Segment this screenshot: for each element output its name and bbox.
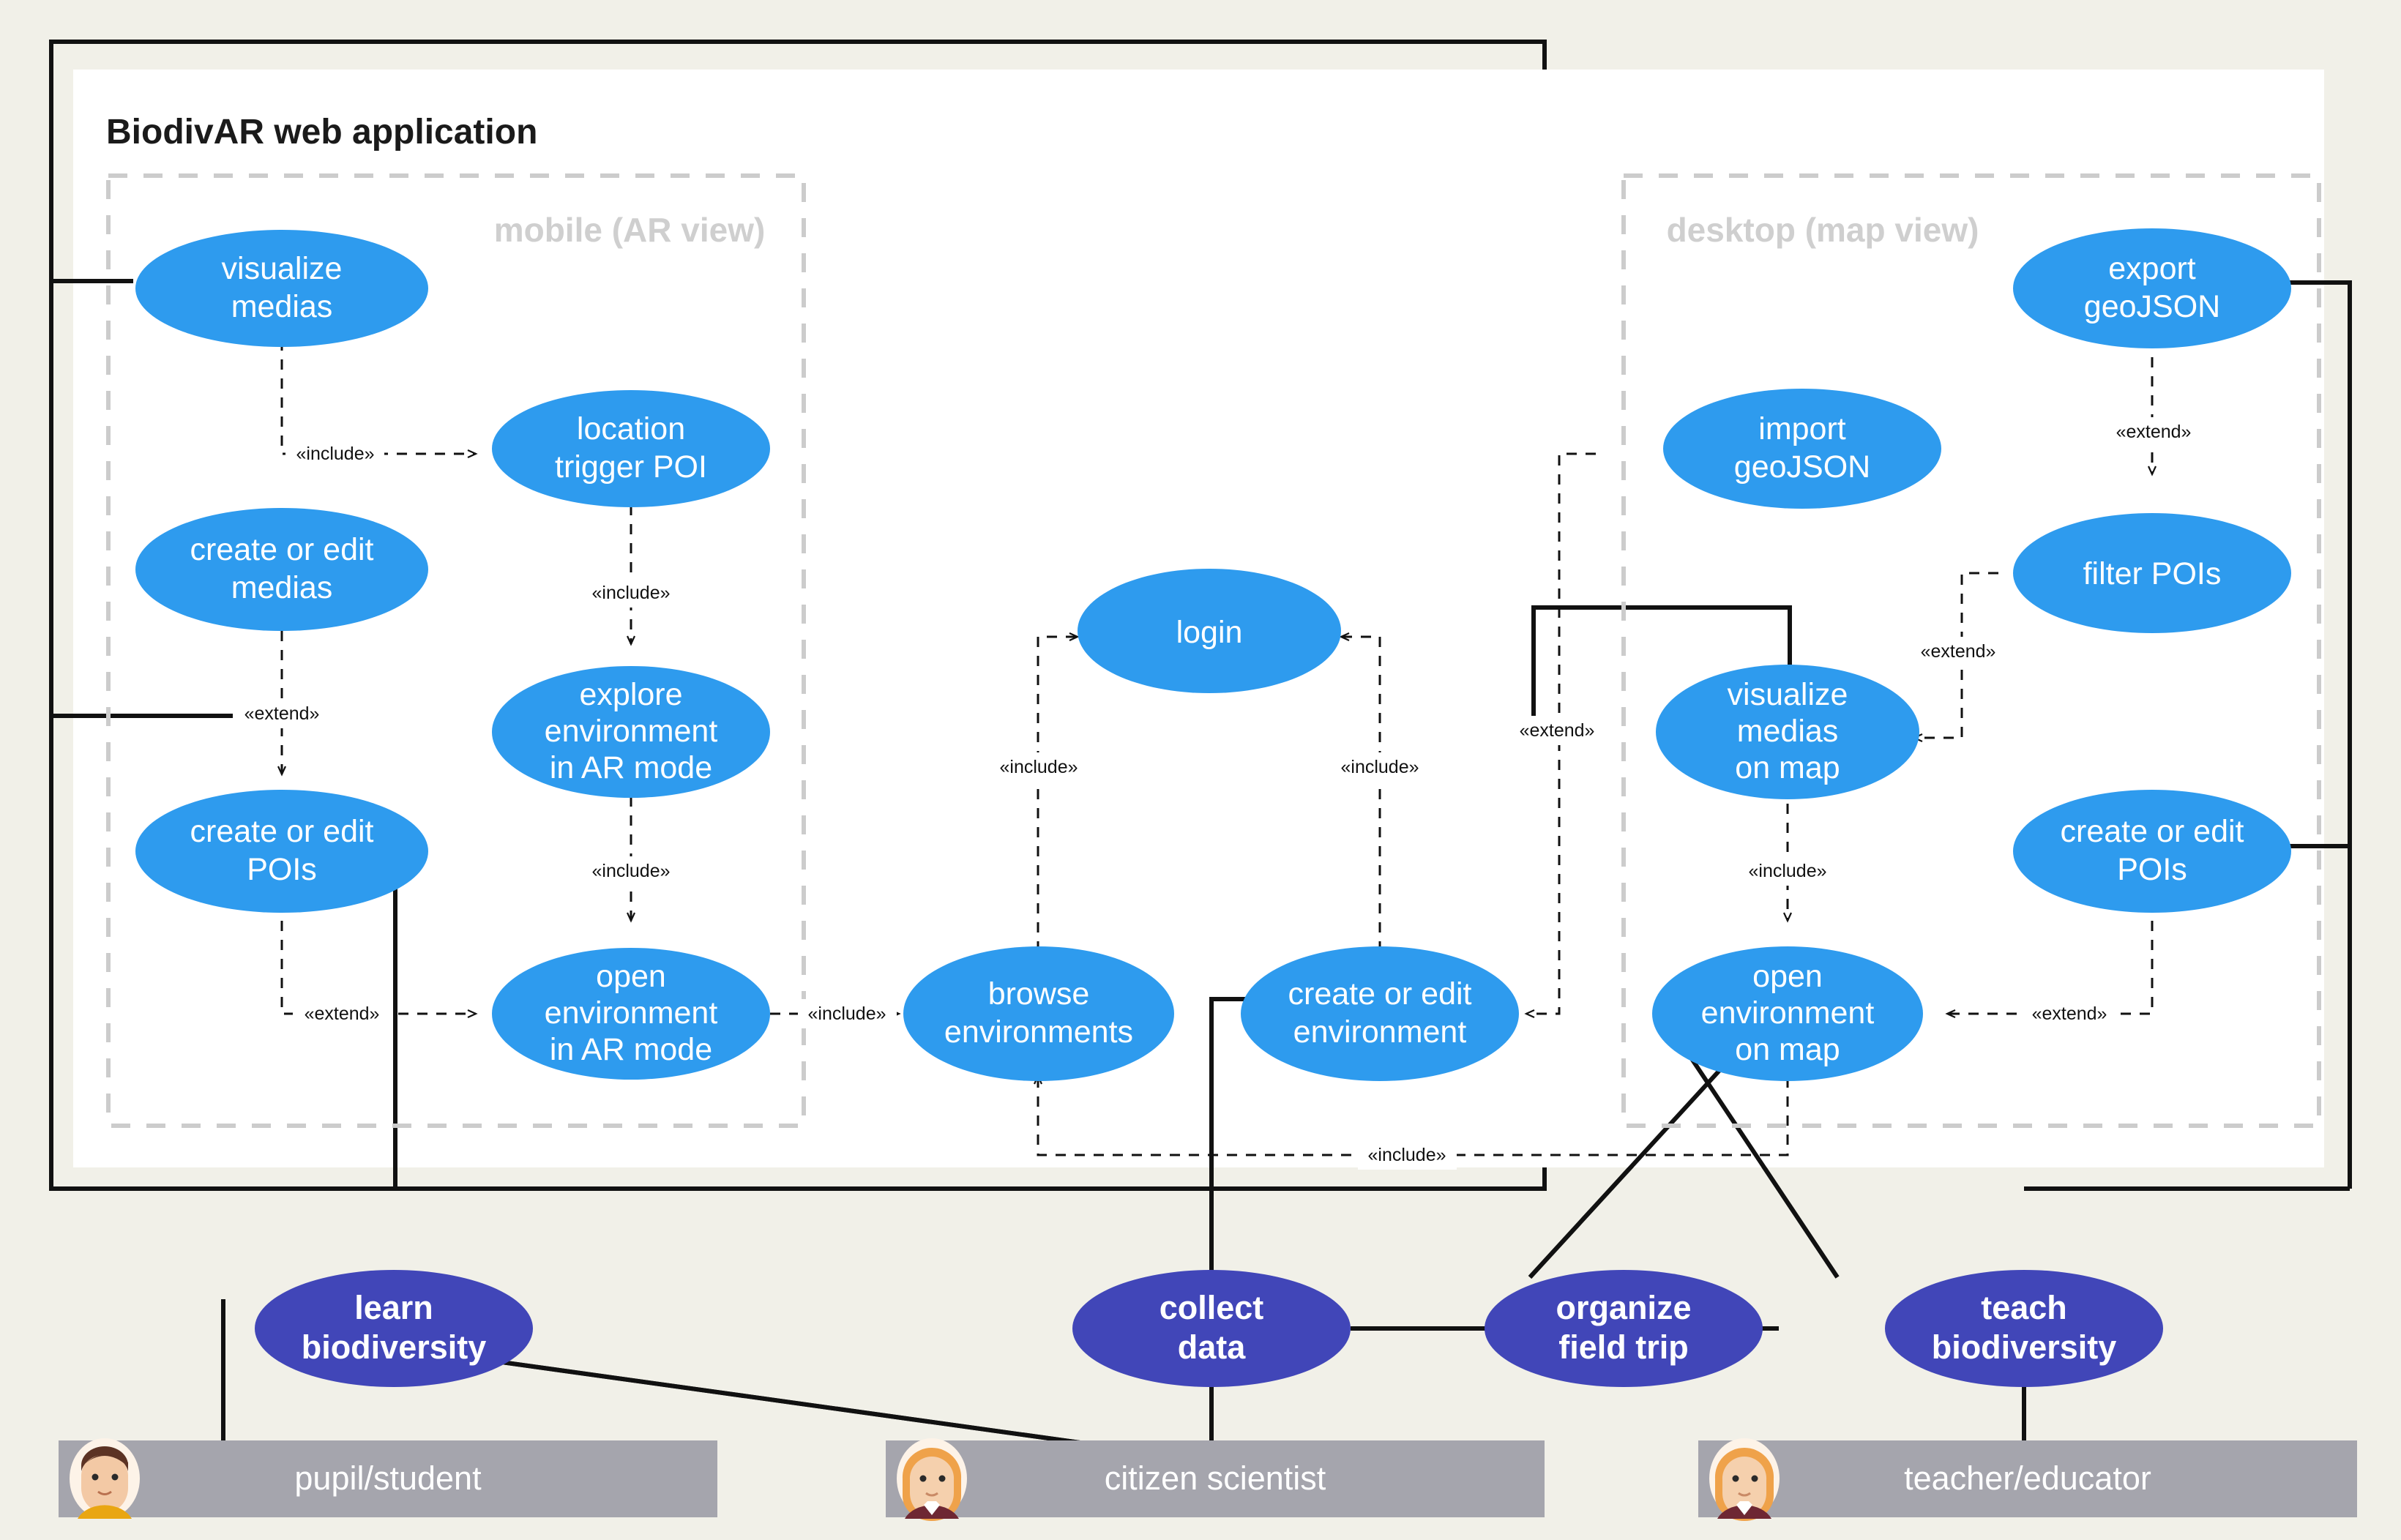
use-case-label: create or edit	[190, 814, 374, 849]
use-case-location-trigger-poi[interactable]: location trigger POI	[492, 390, 770, 507]
use-case-label: on map	[1735, 1032, 1840, 1067]
use-case-label: environments	[944, 1014, 1133, 1050]
use-case-label: environment	[1293, 1014, 1467, 1050]
stereotype-include-6: «include»	[1340, 757, 1419, 777]
use-case-label: geoJSON	[2084, 289, 2220, 324]
goal-label: collect	[1160, 1289, 1264, 1326]
use-case-label: environment	[545, 714, 718, 749]
goal-organize-field-trip[interactable]: organize field trip	[1485, 1270, 1763, 1387]
use-case-export-geojson[interactable]: export geoJSON	[2013, 228, 2291, 348]
use-case-create-or-edit-pois-ar[interactable]: create or edit POIs	[135, 790, 428, 913]
actor-teacher-educator[interactable]: teacher/educator	[1698, 1438, 2357, 1521]
package-label-mobile: mobile (AR view)	[494, 211, 766, 249]
use-case-label: location	[577, 411, 685, 446]
goal-label: data	[1178, 1328, 1247, 1366]
use-case-label: open	[1752, 959, 1823, 994]
goal-label: biodiversity	[1932, 1328, 2117, 1366]
stereotype-include-2: «include»	[591, 583, 670, 603]
stereotype-extend-4: «extend»	[1921, 641, 1996, 662]
use-case-label: environment	[1701, 995, 1875, 1031]
stereotype-include-5: «include»	[999, 757, 1078, 777]
use-case-label: medias	[231, 289, 333, 324]
system-title: BiodivAR web application	[106, 113, 537, 152]
stereotype-extend-5: «extend»	[1520, 720, 1595, 741]
use-case-label: in AR mode	[550, 750, 712, 785]
use-case-label: environment	[545, 995, 718, 1031]
dependency-lines	[277, 338, 2157, 1156]
package-frame-desktop	[1621, 173, 2321, 1128]
package-frame-mobile	[106, 173, 806, 1128]
stereotype-extend-3: «extend»	[2116, 422, 2192, 442]
use-case-label: medias	[231, 570, 333, 605]
dep-create-pois-map-to-open-map	[1945, 902, 2154, 1019]
dep-open-map-to-browse	[1033, 1074, 1789, 1156]
use-case-label: in AR mode	[550, 1032, 712, 1067]
use-case-label: medias	[1737, 714, 1839, 749]
stereotype-include-8: «include»	[1367, 1145, 1446, 1165]
goal-learn-biodiversity[interactable]: learn biodiversity	[255, 1270, 533, 1387]
dep-import-to-create-env	[1524, 452, 1596, 1019]
use-case-create-or-edit-pois-map[interactable]: create or edit POIs	[2013, 790, 2291, 913]
use-case-visualize-medias-on-map[interactable]: visualize medias on map	[1656, 665, 1919, 799]
use-case-label: import	[1758, 411, 1846, 446]
use-case-open-environment-in-ar-mode[interactable]: open environment in AR mode	[492, 948, 770, 1080]
use-case-label: geoJSON	[1734, 449, 1870, 485]
use-case-label: browse	[988, 976, 1090, 1012]
use-case-login[interactable]: login	[1078, 569, 1341, 693]
use-case-label: open	[596, 959, 666, 994]
use-case-import-geojson[interactable]: import geoJSON	[1663, 389, 1941, 509]
use-case-browse-environments[interactable]: browse environments	[903, 946, 1174, 1081]
stereotype-include-1: «include»	[296, 444, 374, 464]
dep-browse-to-login	[1037, 632, 1080, 952]
use-case-visualize-medias[interactable]: visualize medias	[135, 230, 428, 347]
actor-label: pupil/student	[294, 1459, 482, 1497]
use-case-label: export	[2108, 251, 2196, 286]
goal-collect-data[interactable]: collect data	[1072, 1270, 1351, 1387]
use-case-label: create or edit	[190, 532, 374, 567]
use-case-label: POIs	[247, 852, 317, 887]
stereotype-include-4: «include»	[807, 1003, 886, 1024]
use-case-label: login	[1176, 615, 1243, 650]
stereotype-extend-2: «extend»	[305, 1003, 380, 1024]
use-case-create-or-edit-medias[interactable]: create or edit medias	[135, 508, 428, 631]
actor-label: citizen scientist	[1105, 1459, 1326, 1497]
goal-label: organize	[1556, 1289, 1691, 1326]
use-case-label: create or edit	[2061, 814, 2244, 849]
avatar-female-icon	[1709, 1438, 1780, 1521]
actor-citizen-scientist[interactable]: citizen scientist	[886, 1438, 1545, 1521]
stereotype-extend-6: «extend»	[2032, 1003, 2107, 1024]
goal-label: field trip	[1558, 1328, 1689, 1366]
avatar-female-icon	[897, 1438, 967, 1521]
use-case-label: on map	[1735, 750, 1840, 785]
use-case-label: visualize	[222, 251, 343, 286]
use-case-label: trigger POI	[555, 449, 707, 485]
use-case-filter-pois[interactable]: filter POIs	[2013, 513, 2291, 633]
use-case-create-or-edit-environment[interactable]: create or edit environment	[1241, 946, 1519, 1081]
stereotype-extend-1: «extend»	[244, 703, 320, 724]
goal-label: teach	[1981, 1289, 2067, 1326]
use-case-explore-environment-in-ar-mode[interactable]: explore environment in AR mode	[492, 666, 770, 798]
actor-label: teacher/educator	[1904, 1459, 2151, 1497]
use-case-label: create or edit	[1288, 976, 1472, 1012]
use-case-open-environment-on-map[interactable]: open environment on map	[1652, 946, 1923, 1081]
use-case-label: visualize	[1728, 677, 1848, 712]
avatar-male-icon	[70, 1438, 140, 1519]
use-case-label: explore	[579, 677, 682, 712]
goal-teach-biodiversity[interactable]: teach biodiversity	[1885, 1270, 2163, 1387]
package-label-desktop: desktop (map view)	[1667, 211, 1979, 249]
dep-create-env-to-login	[1339, 632, 1381, 952]
goal-label: learn	[354, 1289, 433, 1326]
use-case-label: POIs	[2117, 852, 2187, 887]
actor-pupil-student[interactable]: pupil/student	[59, 1438, 717, 1519]
stereotype-include-7: «include»	[1748, 861, 1826, 881]
use-case-label: filter POIs	[2083, 556, 2222, 591]
stereotype-include-3: «include»	[591, 861, 670, 881]
goal-label: biodiversity	[302, 1328, 487, 1366]
stereotype-labels: «include» «include» «extend» «include» «…	[233, 417, 2203, 1170]
